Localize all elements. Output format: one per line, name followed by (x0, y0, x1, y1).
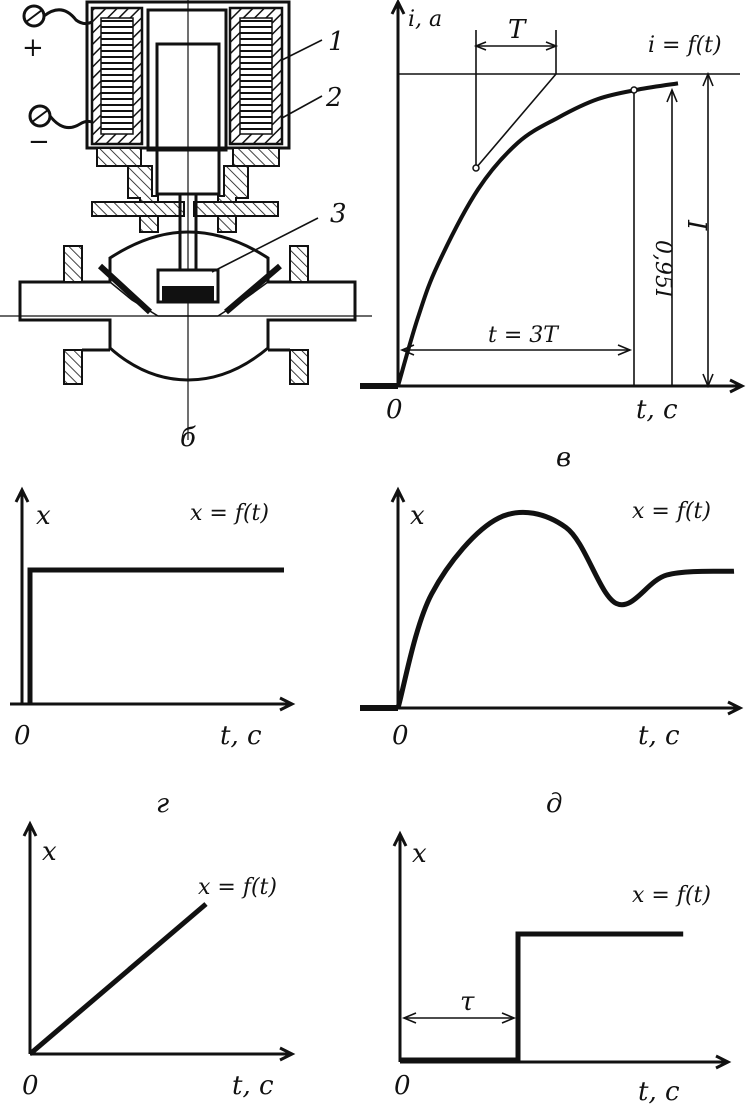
graph-v-t-dim-label: t = 3T (488, 323, 560, 348)
graph-zh-curve (400, 931, 684, 1063)
graph-d-curve (395, 509, 735, 709)
graph-v-curve (396, 81, 679, 387)
graph-g-curve-label: x = f(t) (190, 501, 269, 526)
caption-v: в (556, 443, 571, 473)
graph-e-curve (28, 902, 208, 1056)
graph-d-curve-label: x = f(t) (632, 499, 711, 524)
graph-d-x-label: t, c (638, 721, 680, 751)
graph-g-y-label: x (36, 501, 51, 531)
graph-g-curve (27, 567, 284, 704)
graph-zh-y-label: x (412, 839, 427, 869)
solenoid-valve-diagram: + − 1 2 3 б (0, 0, 372, 453)
terminal-minus-label: − (28, 127, 50, 157)
graph-v-curve-label: i = f(t) (648, 33, 722, 58)
graph-d: x t, c 0 x = f(t) д (360, 486, 744, 819)
callout-1: 1 (328, 27, 345, 57)
callout-2: 2 (325, 83, 343, 113)
graph-v-origin: 0 (386, 395, 403, 425)
graph-v-level-095: 0,95I (650, 240, 675, 299)
graph-v-x-label: t, c (636, 395, 678, 425)
graph-g-origin: 0 (14, 721, 31, 751)
terminal-plus-label: + (22, 33, 44, 63)
graph-e-origin: 0 (22, 1071, 39, 1101)
caption-b: б (180, 423, 196, 453)
graph-zh-x-label: t, c (638, 1077, 680, 1107)
graph-zh: x t, c 0 x = f(t) τ (392, 830, 732, 1107)
graph-e-curve-label: x = f(t) (198, 875, 277, 900)
graph-e: x t, c 0 x = f(t) (22, 820, 296, 1101)
caption-g: г (156, 789, 169, 819)
graph-v-level-full: I (681, 219, 711, 231)
graph-zh-tau-label: τ (460, 987, 475, 1017)
graph-v-T-label: T (508, 15, 527, 45)
graph-g-x-label: t, c (220, 721, 262, 751)
graph-v: i, a t, c 0 i = f(t) T t = 3T 0,95I I в (360, 0, 746, 473)
graph-zh-origin: 0 (394, 1071, 411, 1101)
graph-zh-curve-label: x = f(t) (632, 883, 711, 908)
graph-v-tangent (475, 73, 557, 169)
graph-v-y-label: i, a (408, 7, 442, 32)
graph-g: x t, c 0 x = f(t) г (10, 486, 296, 819)
graph-e-y-label: x (42, 837, 57, 867)
graph-d-y-label: x (410, 501, 425, 531)
graph-d-origin: 0 (392, 721, 409, 751)
caption-d: д (546, 789, 562, 819)
callout-3: 3 (330, 199, 347, 229)
graph-e-x-label: t, c (232, 1071, 274, 1101)
